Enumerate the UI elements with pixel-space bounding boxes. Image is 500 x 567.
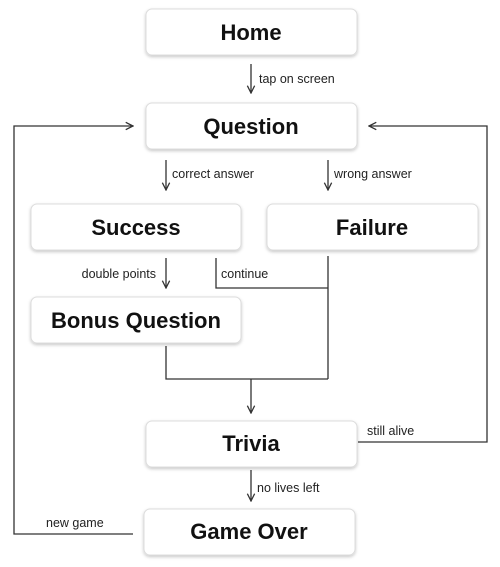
node-trivia-label: Trivia [222, 431, 280, 456]
node-failure-label: Failure [336, 215, 408, 240]
edge-gameover-to-question [13, 126, 133, 535]
node-bonus-question: Bonus Question [30, 296, 242, 344]
node-bonus-question-label: Bonus Question [51, 308, 221, 333]
node-game-over-label: Game Over [190, 519, 308, 544]
edge-label-newgame: new game [46, 516, 104, 530]
edge-label-tap: tap on screen [259, 72, 335, 86]
node-question-label: Question [203, 114, 298, 139]
node-failure: Failure [266, 203, 479, 251]
node-home: Home [145, 8, 358, 56]
edge-trivia-to-question [358, 126, 488, 443]
edge-bonus-merge [165, 346, 328, 380]
edge-success-continue [215, 258, 328, 289]
edge-label-wrong: wrong answer [333, 167, 412, 181]
edge-label-correct: correct answer [172, 167, 254, 181]
node-home-label: Home [220, 20, 281, 45]
edge-labels: tap on screen correct answer wrong answe… [46, 72, 414, 530]
node-game-over: Game Over [143, 508, 356, 556]
edge-label-continue: continue [221, 267, 268, 281]
edge-label-alive: still alive [367, 424, 414, 438]
node-success: Success [30, 203, 242, 251]
node-question: Question [145, 102, 358, 150]
edges [13, 64, 488, 535]
edge-label-double: double points [82, 267, 156, 281]
node-trivia: Trivia [145, 420, 358, 468]
edge-label-nolives: no lives left [257, 481, 320, 495]
node-success-label: Success [91, 215, 180, 240]
